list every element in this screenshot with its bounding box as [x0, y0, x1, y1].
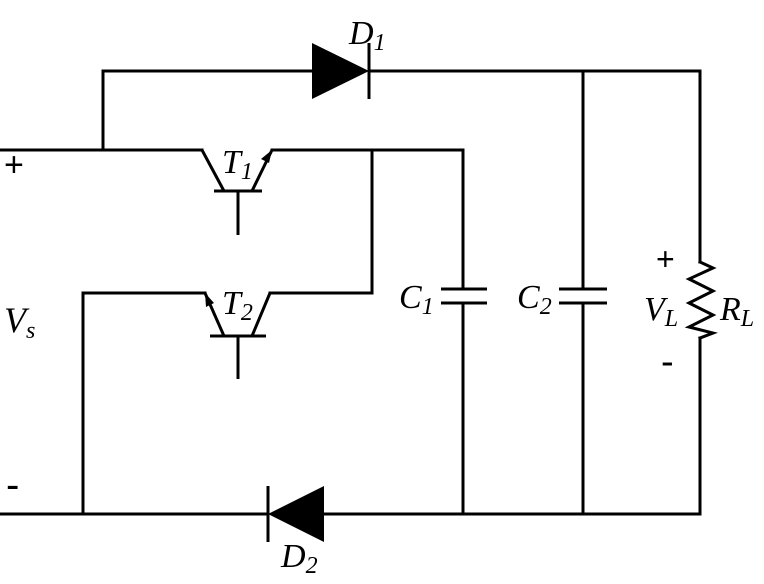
wire-d1-left [101, 69, 314, 152]
label-rl: RL [719, 291, 754, 332]
diode-d2-body [268, 486, 324, 542]
capacitor-c2 [559, 287, 607, 305]
label-t2: T2 [222, 285, 253, 326]
label-input-minus: - [6, 463, 19, 507]
wire-t2-emitter [81, 291, 207, 516]
label-load-plus: + [656, 241, 675, 277]
transistor-t2-arrow [205, 293, 214, 307]
label-c1: C1 [399, 279, 434, 320]
labels: D1 D2 T1 T2 C1 C2 Vs VL RL + - + - [4, 15, 754, 579]
resistor-rl-zigzag [684, 260, 718, 340]
label-d2: D2 [280, 538, 318, 579]
label-input-plus: + [4, 146, 24, 184]
diode-d2 [266, 486, 324, 542]
label-vl: VL [644, 291, 678, 332]
wires [0, 69, 702, 516]
transistor-t2 [203, 292, 272, 379]
diode-d1 [312, 43, 371, 99]
capacitor-c1 [441, 287, 487, 305]
label-c2: C2 [517, 279, 552, 320]
transistor-t1 [200, 149, 274, 235]
label-load-minus: - [661, 341, 674, 383]
diode-d1-body [312, 43, 369, 99]
wire-node-to-t2 [268, 148, 374, 295]
transistor-t2-collector [250, 292, 272, 337]
label-vs: Vs [4, 300, 35, 344]
transistor-t1-arrow [261, 150, 272, 163]
label-t1: T1 [222, 144, 253, 185]
resistor-rl [684, 260, 718, 340]
label-d1: D1 [348, 15, 386, 56]
transistor-t1-collector [200, 149, 226, 192]
